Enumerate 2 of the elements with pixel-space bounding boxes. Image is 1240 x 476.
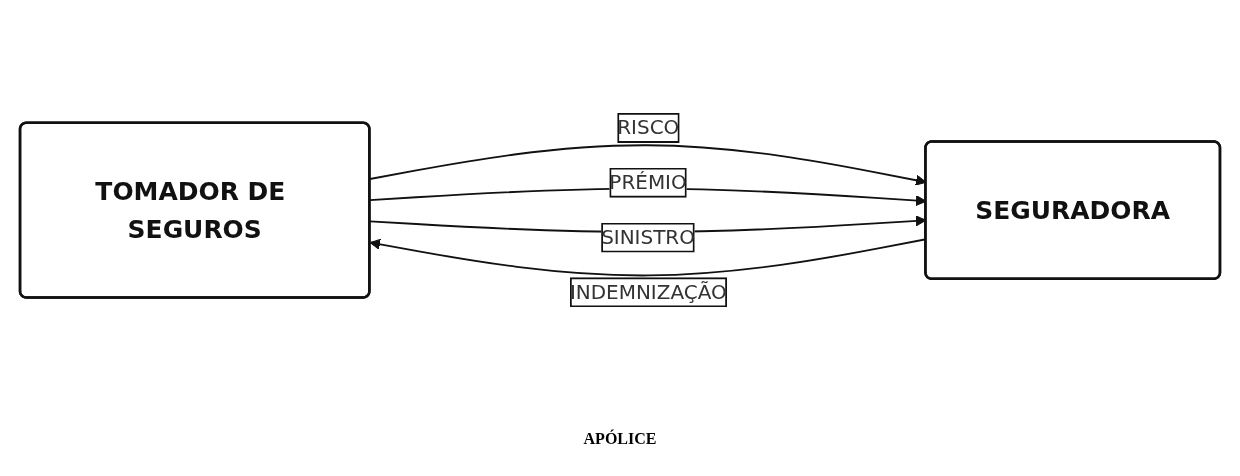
- text-label: APÓLICE: [583, 430, 657, 448]
- edge-label: RISCO: [617, 115, 680, 140]
